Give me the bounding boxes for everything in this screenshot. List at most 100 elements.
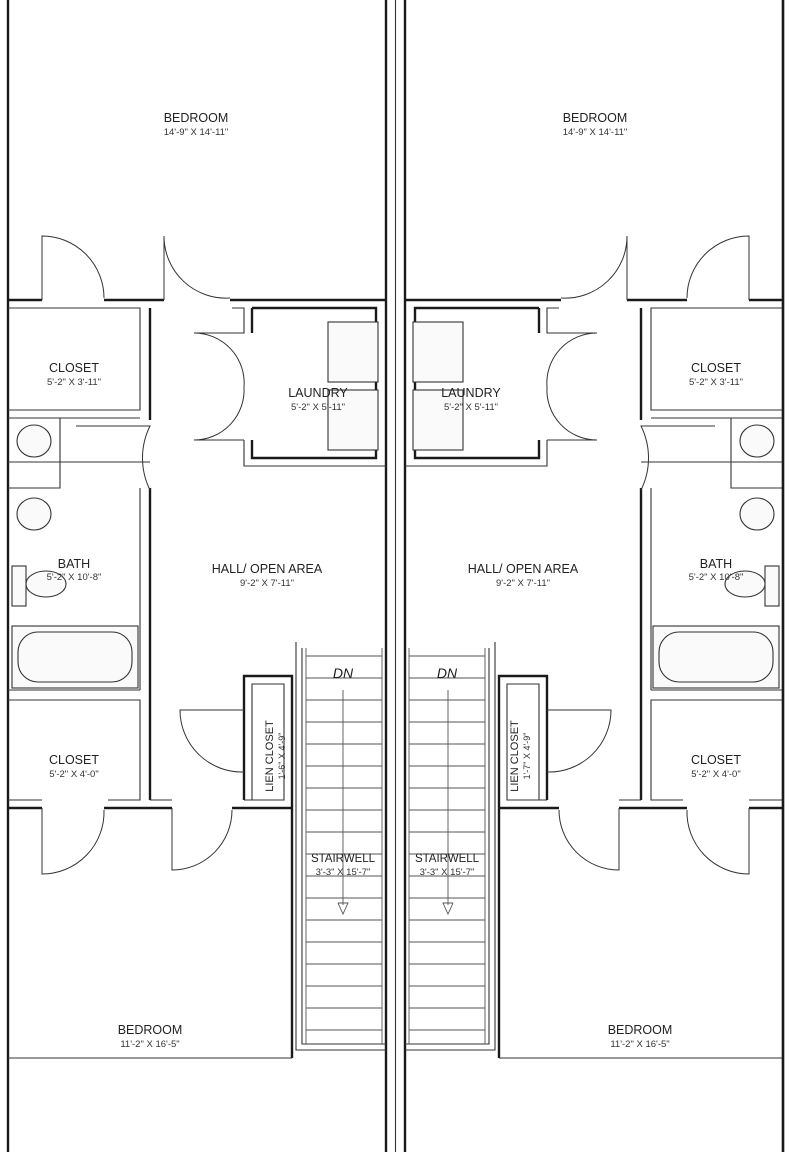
left-bath-door-swing [76, 425, 151, 491]
room-name: BATH [700, 557, 732, 571]
room-dims: 3'-3" X 15'-7" [316, 867, 371, 878]
right-closet-door-swing [686, 808, 750, 875]
left-laundry-door-swing [193, 332, 245, 388]
room-bath: BATH 5'-2" X 10'-8" [47, 557, 102, 583]
left-closet-upper-wall [8, 307, 141, 411]
room-dims: 5'-2" X 10'-8" [47, 572, 102, 583]
room-dims: 5'-2" X 4'-0" [691, 769, 740, 780]
room-dims: 11'-2" X 16'-5" [120, 1039, 179, 1050]
room-name: BEDROOM [608, 1023, 673, 1037]
right-dryer [412, 389, 464, 451]
left-laundry-wall [250, 306, 378, 460]
room-dims: 9'-2" X 7'-11" [496, 578, 550, 589]
right-bath-door-swing [640, 425, 715, 491]
left-lien-closet-door-swing [179, 709, 245, 773]
room-dims: 1'-6" X 4'-9" [277, 733, 287, 780]
left-vanity [8, 418, 61, 489]
room-stairwell: STAIRWELL 3'-3" X 15'-7" [311, 853, 376, 878]
room-closet-upper: CLOSET 5'-2" X 3'-11" [689, 361, 743, 388]
left-closet-door-swing [41, 808, 105, 875]
room-bedroom-top: BEDROOM 14'-9" X 14'-11" [164, 111, 229, 138]
room-name: LAUNDRY [288, 386, 348, 400]
right-toilet-tank [764, 565, 780, 607]
room-name: BEDROOM [563, 111, 628, 125]
right-laundry-wall [405, 440, 548, 467]
room-name: HALL/ OPEN AREA [212, 562, 323, 576]
left-sink [16, 497, 52, 531]
room-name: LAUNDRY [441, 386, 501, 400]
right-stairwell-wall [405, 642, 496, 1051]
room-dims: 9'-2" X 7'-11" [240, 578, 294, 589]
right-closet-upper-wall [650, 307, 783, 411]
room-dims: 1'-7" X 4'-9" [522, 733, 532, 780]
left-washer [327, 321, 379, 383]
room-closet-lower: CLOSET 5'-2" X 4'-0" [691, 753, 741, 780]
room-hall: HALL/ OPEN AREA 9'-2" X 7'-11" [468, 562, 579, 589]
left-bathtub-basin [17, 631, 133, 683]
right-sink [739, 424, 775, 458]
room-name: CLOSET [49, 753, 99, 767]
room-name: BEDROOM [164, 111, 229, 125]
right-laundry-door-swing [546, 332, 598, 388]
room-lien-closet: LIEN CLOSET 1'-7" X 4'-9" [509, 720, 532, 792]
room-name: LIEN CLOSET [264, 720, 276, 792]
right-laundry-door-swing [546, 386, 598, 441]
left-stair-arrowhead [337, 902, 349, 916]
room-closet-lower: CLOSET 5'-2" X 4'-0" [49, 753, 99, 780]
room-bedroom-bottom: BEDROOM 11'-2" X 16'-5" [608, 1023, 673, 1050]
left-lien-closet-wall [244, 683, 285, 801]
right-laundry-wall [413, 306, 541, 460]
room-bedroom-bottom: BEDROOM 11'-2" X 16'-5" [118, 1023, 183, 1050]
room-lien-closet: LIEN CLOSET 1'-6" X 4'-9" [264, 720, 287, 792]
room-name: STAIRWELL [311, 853, 376, 865]
stairs [305, 648, 486, 1044]
right-bedroom-door-swing [560, 235, 628, 300]
left-laundry-wall [243, 440, 386, 467]
left-dryer [327, 389, 379, 451]
room-name: BEDROOM [118, 1023, 183, 1037]
room-name: BATH [58, 557, 90, 571]
left-unit: BEDROOM 14'-9" X 14'-11" CLOSET 5'-2" X … [47, 111, 376, 1050]
room-dims: 5'-2" X 3'-11" [47, 377, 101, 388]
room-dims: 5'-2" X 5'-11" [444, 402, 498, 413]
right-vanity [730, 418, 783, 489]
left-closet-door-swing [41, 235, 105, 300]
right-stairwell-wall [405, 648, 490, 1045]
room-name: CLOSET [691, 361, 741, 375]
room-laundry: LAUNDRY 5'-2" X 5'-11" [288, 386, 348, 413]
left-stairwell-wall [295, 642, 386, 1051]
room-closet-upper: CLOSET 5'-2" X 3'-11" [47, 361, 101, 388]
right-toilet-bowl [724, 570, 766, 598]
room-dims: 5'-2" X 3'-11" [689, 377, 743, 388]
room-laundry: LAUNDRY 5'-2" X 5'-11" [441, 386, 501, 413]
fixtures [11, 321, 780, 689]
room-dims: 5'-2" X 4'-0" [49, 769, 98, 780]
right-lien-closet-wall [497, 674, 549, 1058]
right-lien-closet-wall [506, 683, 547, 801]
left-toilet-tank [11, 565, 27, 607]
room-dims: 3'-3" X 15'-7" [420, 867, 475, 878]
left-sink [16, 424, 52, 458]
room-name: STAIRWELL [415, 853, 480, 865]
stair-direction-label: DN [333, 665, 354, 681]
right-washer [412, 321, 464, 383]
room-dims: 11'-2" X 16'-5" [610, 1039, 669, 1050]
right-unit: BEDROOM 14'-9" X 14'-11" CLOSET 5'-2" X … [415, 111, 743, 1050]
room-name: HALL/ OPEN AREA [468, 562, 579, 576]
right-closet-door-swing [686, 235, 750, 300]
right-bedroom-door-swing [558, 808, 620, 871]
room-dims: 14'-9" X 14'-11" [164, 127, 229, 138]
room-bath: BATH 5'-2" X 10'-8" [689, 557, 744, 583]
left-bedroom-door-swing [163, 235, 231, 300]
room-hall: HALL/ OPEN AREA 9'-2" X 7'-11" [212, 562, 323, 589]
right-closet-lower-wall [650, 699, 783, 801]
left-laundry-door-swing [193, 386, 245, 441]
room-name: LIEN CLOSET [509, 720, 521, 792]
left-closet-lower-wall [8, 699, 141, 801]
room-stairwell: STAIRWELL 3'-3" X 15'-7" [415, 853, 480, 878]
right-lien-closet-door-swing [546, 709, 612, 773]
right-stair-arrowhead [442, 902, 454, 916]
left-bedroom-door-swing [171, 808, 233, 871]
left-stairwell-wall [301, 648, 386, 1045]
